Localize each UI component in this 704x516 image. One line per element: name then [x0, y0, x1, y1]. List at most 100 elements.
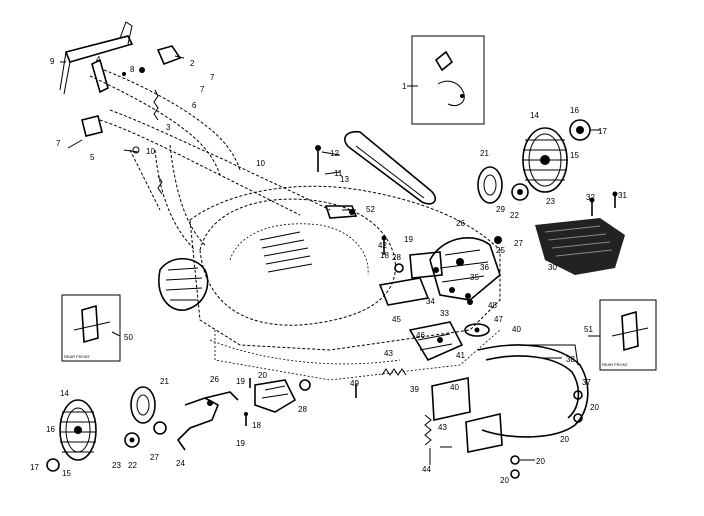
inset-1: [411, 35, 485, 125]
part-label: 38: [566, 355, 575, 364]
gear-lower-22: [124, 432, 140, 448]
part-label: 4: [96, 55, 101, 64]
part-label: 28: [392, 253, 401, 262]
part-label: 17: [30, 463, 39, 472]
part-label: 40: [450, 383, 459, 392]
part-label: 11: [334, 169, 343, 178]
part-label: 43: [384, 349, 393, 358]
nuts-20: [510, 390, 583, 479]
part-label: 26: [456, 219, 465, 228]
part-label: 31: [618, 191, 627, 200]
part-label: 20: [590, 403, 599, 412]
small-bolt-19: [244, 378, 251, 426]
drive-belt: [344, 130, 437, 205]
part-label: 7: [200, 85, 205, 94]
part-label: 25: [496, 246, 505, 255]
part-label: 15: [570, 151, 579, 160]
washer-28: [299, 379, 311, 391]
part-label: 29: [496, 205, 505, 214]
part-label: 18: [252, 421, 261, 430]
part-label: 16: [570, 106, 579, 115]
drive-disc-lower-21: [130, 386, 156, 424]
deck-and-engine: [158, 185, 501, 381]
spring-45: [381, 368, 407, 376]
part-label: 40: [512, 325, 521, 334]
part-label: 17: [598, 127, 607, 136]
right-rear-wheel: [522, 127, 568, 193]
part-label: 20: [536, 457, 545, 466]
gear-22: [511, 183, 529, 201]
drive-disc-21: [477, 166, 503, 204]
part-label: 21: [160, 377, 169, 386]
part-label: 14: [530, 111, 539, 120]
part-label: 5: [90, 153, 95, 162]
part-label: 24: [176, 459, 185, 468]
inset-51: REAR FRONT: [599, 299, 657, 371]
part-label: 19: [236, 377, 245, 386]
part-label: 49: [350, 379, 359, 388]
rear-chute-30: [535, 218, 625, 275]
part-label: 37: [582, 378, 591, 387]
front-left-wheel: [59, 399, 97, 461]
part-label: 45: [392, 315, 401, 324]
part-label: 10: [146, 147, 155, 156]
part-label: 15: [62, 469, 71, 478]
handle-assembly: [59, 21, 331, 251]
part-label: 36: [480, 263, 489, 272]
part-label: 22: [510, 211, 519, 220]
hubcap-lower-17: [46, 458, 60, 472]
part-label: 20: [560, 435, 569, 444]
engine-area-parts: [315, 145, 471, 398]
part-label: 33: [440, 309, 449, 318]
part-label: 2: [190, 59, 195, 68]
part-label: 41: [456, 351, 465, 360]
part-label: 23: [546, 197, 555, 206]
part-label: 20: [500, 476, 509, 485]
leader-lines: [60, 55, 600, 465]
pulley-47: [464, 323, 490, 337]
part-label: 22: [128, 461, 137, 470]
part-label: 28: [298, 405, 307, 414]
inset-50: REAR FRONT: [61, 294, 121, 362]
part-label: 27: [150, 453, 159, 462]
part-label: 8: [130, 65, 135, 74]
part-label: 35: [470, 273, 479, 282]
part-label: 18: [380, 251, 389, 260]
inset-50-caption: REAR FRONT: [64, 354, 91, 359]
part-label: 52: [366, 205, 375, 214]
part-label: 9: [50, 57, 55, 66]
part-label: 34: [426, 297, 435, 306]
height-adjuster-39-41: [408, 321, 464, 362]
part-label: 39: [410, 385, 419, 394]
part-label: 6: [192, 101, 197, 110]
part-label: 14: [60, 389, 69, 398]
part-number-labels: 1 2 3 4 5 6 7 7 7 8 9 10 10 11 12 13 14 …: [30, 55, 627, 485]
part-label: 27: [514, 239, 523, 248]
part-label: 3: [166, 123, 171, 132]
part-label: 26: [210, 375, 219, 384]
part-label: 51: [584, 325, 593, 334]
part-label: 10: [256, 159, 265, 168]
part-label: 44: [422, 465, 431, 474]
part-label: 13: [340, 175, 349, 184]
hubcap-17: [569, 119, 591, 141]
part-label: 43: [438, 423, 447, 432]
part-label: 7: [56, 139, 61, 148]
part-label: 32: [586, 193, 595, 202]
spring-43: [424, 414, 432, 446]
part-label: 1: [402, 82, 407, 91]
part-label: 30: [548, 263, 557, 272]
part-label: 16: [46, 425, 55, 434]
transmission-housing: [409, 236, 502, 305]
part-label: 48: [488, 301, 497, 310]
part-label: 21: [480, 149, 489, 158]
part-label: 50: [124, 333, 133, 342]
axle-bracket-40: [431, 377, 503, 453]
part-label: 42: [378, 241, 387, 250]
pivot-bracket-24-26: [176, 391, 239, 451]
part-label: 20: [258, 371, 267, 380]
part-label: 46: [416, 331, 425, 340]
part-label: 23: [112, 461, 121, 470]
